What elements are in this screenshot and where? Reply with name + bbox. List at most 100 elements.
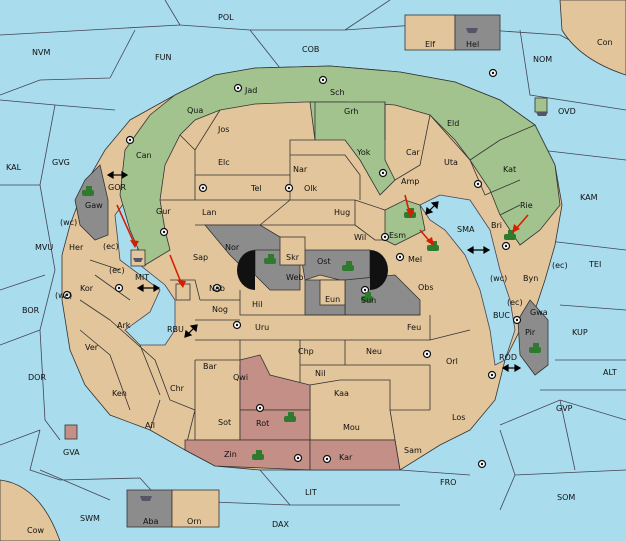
land-label: Ail	[145, 421, 155, 430]
land-label: Sap	[193, 253, 208, 262]
land-label: Nar	[293, 165, 308, 174]
coast-label: (wc)	[60, 218, 77, 227]
sea-label-kal: KAL	[6, 163, 22, 172]
impassable-caps	[237, 250, 388, 290]
sea-label-rbu: RBU	[167, 325, 184, 334]
land-label: Qwi	[233, 373, 248, 382]
land-label: Can	[136, 151, 152, 160]
land-label: Orn	[187, 517, 202, 526]
sea-label-alt: ALT	[603, 368, 617, 377]
land-label: Esm	[389, 231, 406, 240]
land-label: Bri	[491, 221, 502, 230]
land-label: Car	[406, 148, 420, 157]
land-label: Rie	[520, 201, 533, 210]
fleet-unit	[133, 258, 143, 262]
army-unit	[342, 261, 354, 271]
land-hel	[454, 14, 501, 51]
land-label: Chr	[170, 384, 185, 393]
land-label: Ark	[117, 321, 131, 330]
land-label: Uru	[255, 323, 269, 332]
land-label: Chp	[298, 347, 314, 356]
land-labels: Con Elf Hel Cow Aba Orn Jad Sch Qua Jos …	[27, 38, 613, 535]
sea-label-rod: ROD	[499, 353, 517, 362]
land-label: Elf	[425, 40, 435, 49]
land-label: Nab	[209, 284, 225, 293]
land-label: Gur	[156, 207, 171, 216]
land-label: Lan	[202, 208, 216, 217]
sea-label-gvg: GVG	[52, 158, 70, 167]
land-kar	[309, 439, 401, 471]
unit-box	[534, 97, 548, 113]
coast-label: (ec)	[552, 261, 568, 270]
land-label: Ost	[317, 257, 331, 266]
sea-label-fro: FRO	[440, 478, 456, 487]
land-label: Byn	[523, 274, 538, 283]
army-unit	[252, 450, 264, 460]
unit-box	[64, 424, 78, 440]
sea-labels: POL NVM FUN COB NOM OVD KAL GVG KAM MVU …	[6, 13, 617, 529]
land-label: Nil	[315, 369, 325, 378]
sea-label-nom: NOM	[533, 55, 552, 64]
land-label: Gwa	[530, 308, 548, 317]
sea-label-ovd: OVD	[558, 107, 576, 116]
army-unit	[284, 412, 296, 422]
land-label: Aba	[143, 517, 159, 526]
land-label: Los	[452, 413, 465, 422]
land-label: Skr	[286, 253, 300, 262]
units	[64, 28, 548, 501]
land-label: Cow	[27, 526, 44, 535]
land-label: Nog	[212, 305, 228, 314]
land-skr	[279, 236, 306, 266]
land-label: Sam	[404, 446, 422, 455]
sea-label-swm: SWM	[80, 514, 100, 523]
coast-labels: (wc) (ec) (ec) (wc) (ec) (wc) (ec)	[55, 218, 568, 307]
land-label: Rot	[256, 419, 269, 428]
land-label: Kar	[339, 453, 353, 462]
sea-label-cob: COB	[302, 45, 319, 54]
sea-label-bor: BOR	[22, 306, 40, 315]
land-label: Jad	[244, 86, 257, 95]
land-rot	[239, 409, 311, 441]
land-zin	[184, 439, 311, 471]
continent	[61, 65, 563, 471]
sea-label-sma: SMA	[457, 225, 475, 234]
land-label: Hil	[252, 300, 262, 309]
sea-sma-channel	[419, 194, 516, 366]
sea-label-kam: KAM	[580, 193, 598, 202]
land-label: Tel	[250, 184, 262, 193]
sea-label-dax: DAX	[272, 520, 289, 529]
sea-label-nvm: NVM	[32, 48, 50, 57]
sea-label-mit: MIT	[135, 273, 149, 282]
coast-label: (ec)	[109, 266, 125, 275]
sea-label-kup: KUP	[572, 328, 588, 337]
land-eun	[319, 279, 346, 306]
fleet-unit	[536, 112, 548, 116]
land-label: Yok	[356, 148, 371, 157]
land-label: Web	[286, 273, 303, 282]
coast-label: (wc)	[490, 274, 507, 283]
army-unit	[361, 292, 373, 302]
sea-label-pol: POL	[218, 13, 234, 22]
land-label: Nor	[225, 243, 240, 252]
sea-label-buc: BUC	[493, 311, 510, 320]
land-label: Wil	[354, 233, 366, 242]
land-label: Amp	[401, 177, 419, 186]
land-label: Her	[69, 243, 84, 252]
sea-label-gor: GOR	[108, 183, 126, 192]
army-unit	[504, 230, 516, 240]
sea-label-tei: TEI	[588, 260, 601, 269]
land-label: Neu	[366, 347, 382, 356]
land-label: Olk	[304, 184, 318, 193]
land-label: Jos	[217, 125, 229, 134]
land-label: Zin	[224, 450, 237, 459]
land-label: Grh	[344, 107, 358, 116]
army-unit	[82, 186, 94, 196]
sea-label-fun: FUN	[155, 53, 171, 62]
sea-label-gvp: GVP	[556, 404, 573, 413]
land-label: Sun	[361, 296, 376, 305]
land-label: Hel	[466, 40, 479, 49]
land-label: Eun	[325, 295, 340, 304]
sea-label-som: SOM	[557, 493, 575, 502]
land-label: Kor	[80, 284, 94, 293]
land-label: Gaw	[85, 201, 103, 210]
